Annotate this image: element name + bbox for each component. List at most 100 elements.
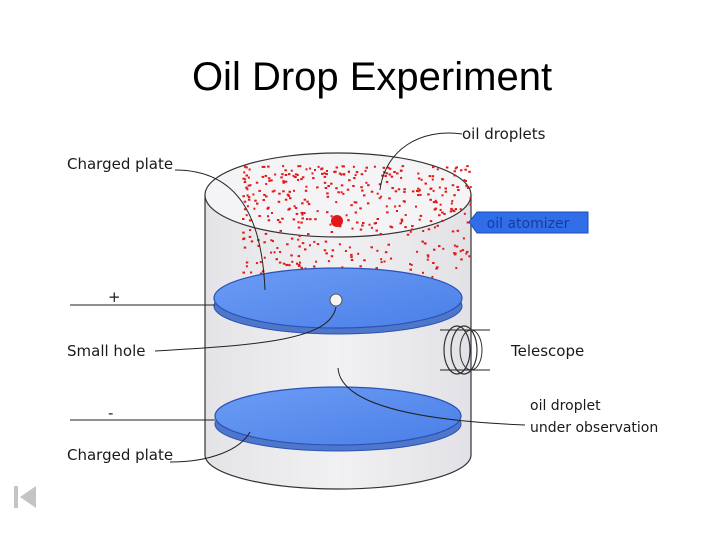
oil-droplet [443, 212, 446, 215]
oil-droplet [416, 250, 419, 253]
oil-droplet [245, 265, 248, 268]
oil-droplet [422, 230, 425, 232]
oil-droplet [375, 267, 378, 270]
oil-droplet [243, 246, 247, 249]
oil-droplet [301, 242, 305, 245]
oil-droplet [466, 250, 469, 253]
oil-droplet [294, 207, 298, 209]
oil-droplet [411, 225, 414, 227]
oil-droplet [350, 253, 353, 256]
oil-droplet [432, 201, 436, 204]
oil-droplet [291, 260, 294, 263]
oil-droplet [373, 165, 376, 168]
oil-droplet [351, 227, 354, 230]
oil-droplet [242, 231, 245, 234]
oil-droplet [417, 172, 420, 175]
oil-droplet [434, 199, 437, 202]
leader-lines [70, 132, 526, 463]
oil-droplet [279, 251, 282, 253]
oil-droplet [300, 211, 304, 214]
oil-droplet [277, 200, 281, 203]
oil-droplet [459, 169, 463, 172]
oil-droplet [456, 186, 459, 188]
oil-droplet [316, 186, 319, 189]
oil-droplet [381, 174, 384, 177]
oil-droplet [364, 169, 367, 172]
oil-droplet [464, 168, 467, 171]
oil-droplet [270, 251, 273, 254]
oil-droplet [441, 211, 444, 214]
oil-droplet [444, 190, 448, 193]
oil-droplet [286, 243, 289, 246]
oil-droplet [299, 165, 302, 168]
oil-droplet [432, 189, 435, 192]
oil-droplet [323, 172, 326, 175]
oil-droplet [263, 193, 266, 196]
oil-droplet [300, 266, 303, 269]
oil-droplet [243, 171, 246, 174]
oil-droplet [243, 208, 247, 211]
oil-droplet [356, 221, 359, 224]
oil-droplet [247, 176, 250, 179]
oil-droplet [463, 179, 466, 182]
oil-droplet [436, 168, 439, 171]
oil-droplet [361, 189, 364, 192]
oil-droplet [454, 208, 458, 211]
oil-droplet [350, 259, 354, 261]
oil-droplet [256, 202, 259, 205]
oil-droplet [265, 195, 268, 198]
oil-droplet [245, 166, 248, 169]
oil-droplet [297, 226, 301, 229]
oil-droplet [261, 270, 265, 273]
oil-droplet [259, 272, 263, 275]
oil-droplet [376, 218, 379, 220]
oil-droplet [363, 194, 366, 197]
oil-droplet [354, 174, 357, 177]
first-slide-icon[interactable] [14, 486, 36, 508]
oil-droplet [288, 264, 291, 267]
oil-droplet [390, 175, 394, 178]
oil-droplet [248, 219, 252, 222]
oil-droplet [316, 243, 320, 246]
oil-droplet [248, 235, 252, 238]
oil-droplet [301, 213, 304, 216]
oil-droplet [246, 205, 249, 208]
oil-droplets-cloud [242, 165, 472, 302]
oil-droplet [460, 258, 463, 261]
oil-droplet [387, 166, 390, 169]
label-oil-droplet-observation-line1: oil droplet [530, 398, 601, 414]
oil-droplet [307, 233, 310, 236]
oil-droplet [342, 173, 346, 176]
oil-droplet [282, 190, 285, 193]
oil-droplet [296, 262, 298, 265]
label-charged-plate-bottom: Charged plate [67, 446, 173, 464]
oil-droplet [422, 271, 424, 274]
oil-droplet [436, 224, 439, 227]
oil-droplet [247, 196, 251, 199]
oil-droplet [415, 205, 417, 208]
oil-droplet [297, 238, 300, 241]
oil-droplet [436, 266, 439, 269]
oil-droplet [341, 266, 344, 269]
oil-droplet [273, 189, 276, 192]
oil-droplet [298, 234, 302, 237]
oil-droplet [264, 232, 268, 235]
oil-droplet [365, 166, 368, 169]
oil-droplet [292, 218, 296, 221]
oil-droplet [304, 189, 308, 192]
oil-droplet [275, 258, 278, 261]
oil-droplet [438, 186, 441, 189]
oil-droplet [359, 265, 362, 268]
oil-droplet [293, 205, 296, 208]
oil-droplet [312, 177, 315, 180]
oil-droplet [380, 261, 383, 264]
oil-droplet [376, 249, 379, 252]
oil-droplet [276, 247, 279, 249]
oil-droplet [329, 223, 332, 226]
oil-droplet [463, 212, 466, 215]
oil-droplet [370, 226, 373, 229]
oil-droplet [409, 230, 412, 233]
small-hole [329, 293, 343, 307]
oil-droplet [294, 176, 297, 179]
oil-droplet [282, 181, 285, 184]
